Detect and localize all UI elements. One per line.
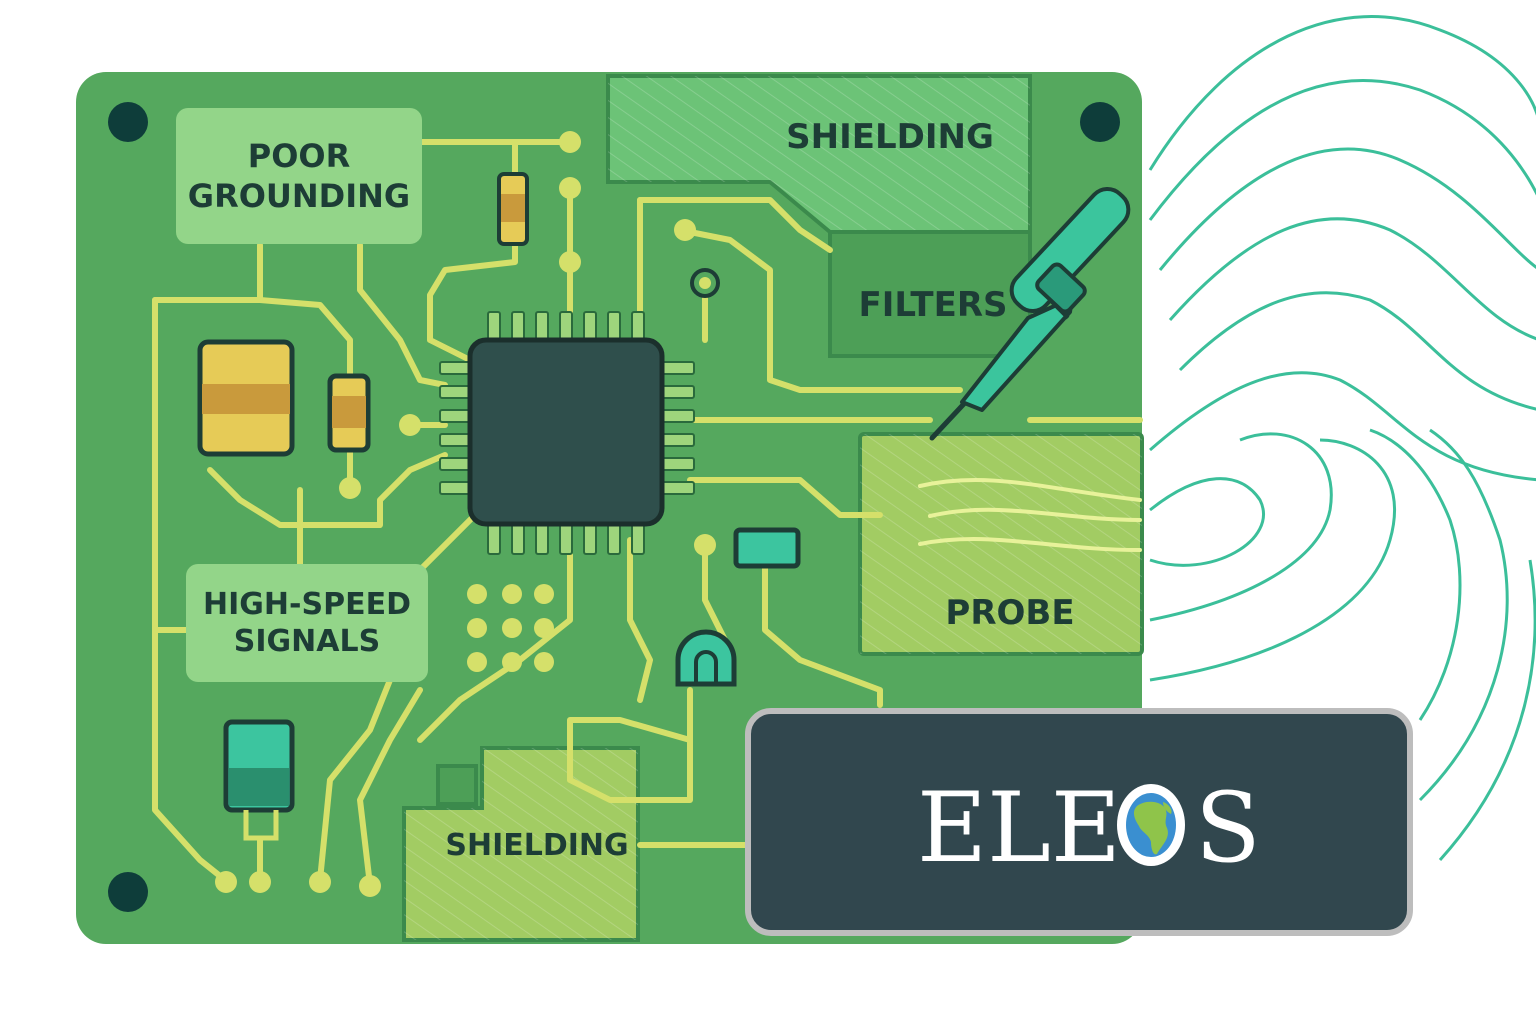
- logo-text-left: ELE: [917, 772, 1121, 884]
- probe-label: PROBE: [945, 592, 1075, 633]
- eleos-logo: ELE S: [745, 708, 1413, 936]
- capacitor-large: [197, 339, 295, 457]
- resistor-top: [497, 172, 529, 246]
- globe-icon: [1117, 784, 1185, 866]
- mounting-holes: [108, 102, 1120, 912]
- filters-label: FILTERS: [858, 284, 1008, 325]
- microchip: [467, 337, 665, 527]
- label-line: SIGNALS: [233, 624, 381, 659]
- bga-pads: [467, 584, 554, 672]
- label-line: POOR: [247, 137, 351, 175]
- teal-component: [223, 719, 295, 841]
- logo-text-right: S: [1195, 772, 1261, 884]
- probe-tool: [929, 186, 1131, 441]
- chip-pins: [439, 311, 695, 555]
- label-line: HIGH-SPEED: [203, 586, 411, 622]
- vias: [215, 131, 716, 897]
- probe-waves: [918, 478, 1142, 552]
- shielding-top-label: SHIELDING: [786, 116, 994, 157]
- shielding-bottom-label: SHIELDING: [445, 828, 629, 864]
- teal-smd: [733, 527, 801, 569]
- signal-waves: [1148, 15, 1536, 862]
- transistor: [675, 629, 737, 687]
- resistor-small: [327, 373, 371, 453]
- label-line: GROUNDING: [187, 177, 411, 215]
